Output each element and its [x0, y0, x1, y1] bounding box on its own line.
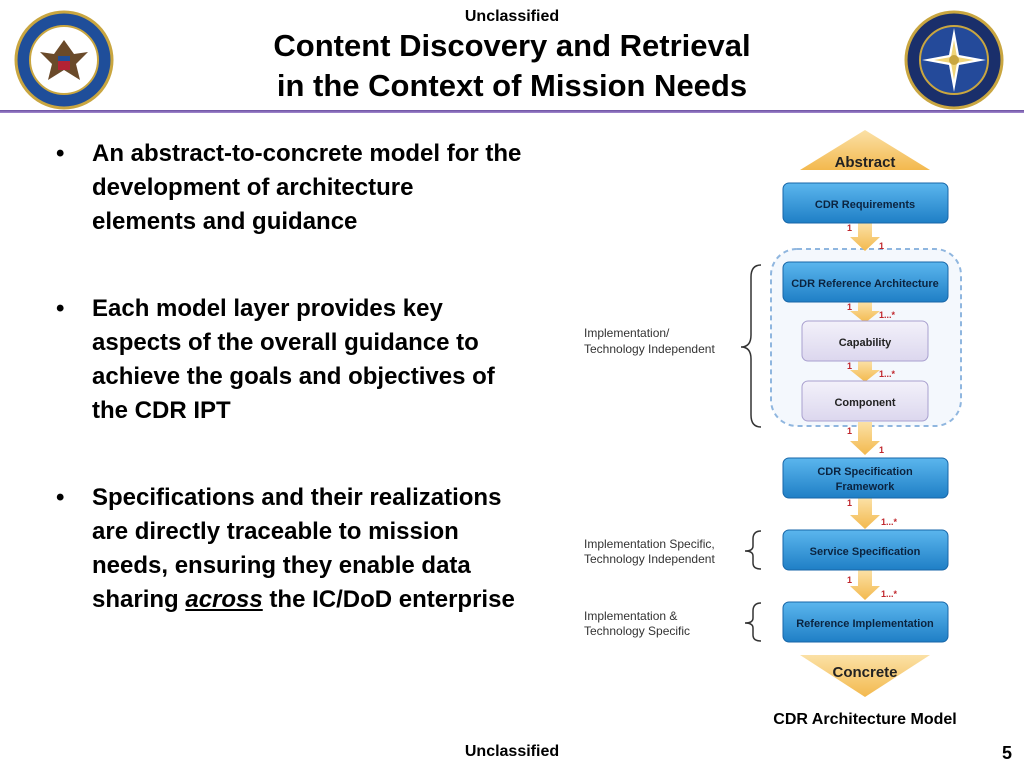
connector-arrow: [850, 570, 880, 600]
brace-label: Technology Specific: [584, 624, 690, 638]
multiplicity-label: 1: [879, 241, 884, 251]
box-component-label: Component: [834, 397, 895, 409]
concrete-label: Concrete: [832, 664, 897, 681]
box-cdr-reference-architecture-label: CDR Reference Architecture: [791, 278, 939, 290]
connector-arrow: [850, 422, 880, 455]
bullet-text: Each model layer provides key aspects of…: [92, 295, 495, 424]
dod-seal-logo: [14, 10, 114, 110]
box-reference-implementation-label: Reference Implementation: [796, 618, 934, 630]
bullet-item: • An abstract-to-concrete model for the d…: [52, 137, 522, 239]
slide-title-line-1: Content Discovery and Retrieval: [273, 28, 751, 63]
box-capability: [801, 320, 929, 362]
title-divider: [0, 110, 1024, 113]
bullet-text-before: Specifications and their realizations ar…: [92, 484, 502, 613]
cdr-architecture-diagram: Abstract CDR Requirements CDR Reference …: [584, 130, 962, 697]
page-number: 5: [1001, 743, 1012, 763]
multiplicity-label: 1: [847, 361, 852, 371]
box-cdr-specification-framework: [782, 457, 949, 499]
multiplicity-label: 1: [847, 302, 852, 312]
classification-top: Unclassified: [464, 8, 560, 25]
box-cdr-requirements-label: CDR Requirements: [815, 199, 915, 211]
brace-specific: [744, 602, 762, 642]
ic-seal-logo: [904, 10, 1004, 110]
multiplicity-label: 1: [879, 445, 884, 455]
bullet-text: An abstract-to-concrete model for the de…: [92, 140, 522, 235]
bullet-dot: •: [56, 484, 65, 511]
multiplicity-label: 1: [847, 498, 852, 508]
brace-label: Implementation &: [584, 609, 677, 623]
bullet-item: • Each model layer provides key aspects o…: [52, 292, 522, 428]
diagram-caption: CDR Architecture Model: [773, 711, 957, 728]
multiplicity-label: 1: [847, 426, 852, 436]
multiplicity-label: 1...*: [881, 517, 898, 527]
abstract-label: Abstract: [835, 154, 896, 171]
box-capability-label: Capability: [839, 337, 892, 349]
classification-bottom: Unclassified: [464, 743, 560, 760]
multiplicity-label: 1...*: [879, 369, 896, 379]
bullet-dot: •: [56, 295, 65, 322]
concrete-banner: [800, 655, 930, 697]
abstract-arrow: [785, 130, 805, 155]
box-spec-framework-line2: Framework: [836, 481, 896, 493]
connector-arrows: [850, 223, 880, 600]
slide-title-line-2: in the Context of Mission Needs: [276, 68, 748, 103]
connector-arrow: [850, 302, 880, 323]
brace-independent: [740, 264, 762, 428]
brace-label: Implementation Specific,: [584, 537, 715, 551]
bullet-text-after: the IC/DoD enterprise: [262, 586, 515, 613]
brace-label: Technology Independent: [584, 552, 715, 566]
bullet-list: • An abstract-to-concrete model for the d…: [52, 137, 522, 670]
connector-arrow: [850, 361, 880, 382]
bullet-text: Specifications and their realizations ar…: [92, 484, 515, 613]
box-cdr-requirements: [782, 182, 949, 224]
box-service-specification: [782, 529, 949, 571]
box-component: [801, 380, 929, 422]
box-cdr-reference-architecture: [782, 261, 949, 303]
box-reference-implementation: [782, 601, 949, 643]
brace-specific-independent: [744, 530, 762, 570]
box-spec-framework-line1: CDR Specification: [817, 466, 913, 478]
bullet-item: • Specifications and their realizations a…: [52, 481, 522, 617]
box-service-specification-label: Service Specification: [810, 546, 921, 558]
multiplicity-label: 1: [847, 223, 852, 233]
bullet-dot: •: [56, 140, 65, 167]
multiplicity-label: 1...*: [881, 589, 898, 599]
abstract-banner: [800, 130, 930, 170]
connector-arrow: [850, 498, 880, 529]
brace-label: Technology Independent: [584, 342, 715, 356]
brace-label: Implementation/: [584, 326, 670, 340]
multiplicity-label: 1: [847, 575, 852, 585]
multiplicity-label: 1...*: [879, 310, 896, 320]
bullet-emphasis: across: [185, 586, 263, 613]
connector-arrow: [850, 223, 880, 251]
